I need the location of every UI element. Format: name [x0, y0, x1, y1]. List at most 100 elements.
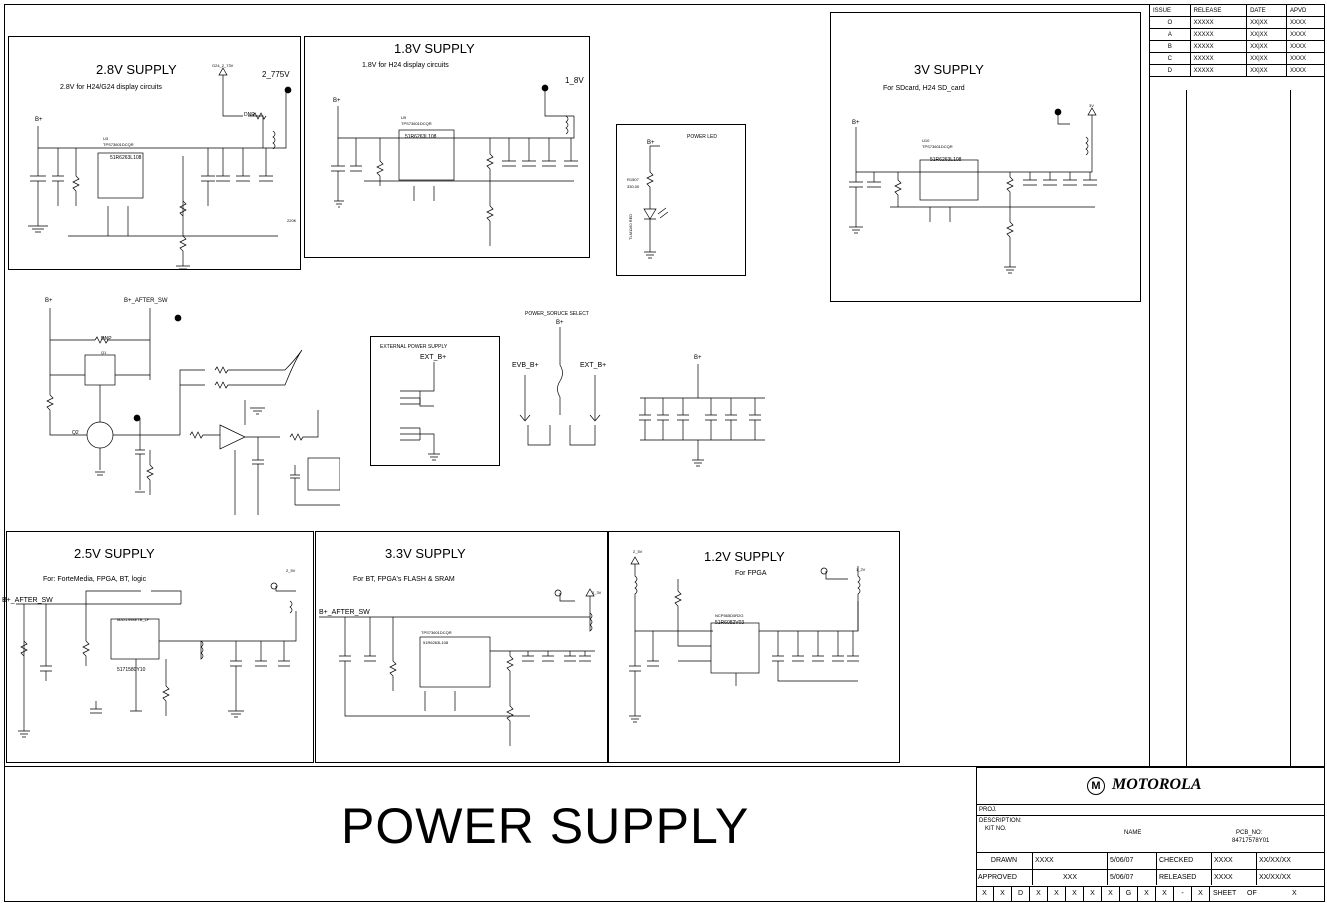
- section-3v: [830, 12, 1141, 302]
- section-title-1-8v: 1.8V SUPPLY: [394, 41, 475, 56]
- title-block-signoff: DRAWN XXXX 5/06/07 CHECKED XXXX XX/XX/XX…: [976, 853, 1325, 885]
- revision-cell: D: [1149, 64, 1191, 77]
- tb-bottom-cell: -: [1174, 887, 1192, 902]
- revision-cell: XXXXX: [1189, 16, 1248, 29]
- tb-released-by: XXXX: [1211, 869, 1257, 885]
- rail-in-1-2v: 2_5V: [633, 549, 643, 554]
- tb-sheet-x: X: [1292, 890, 1297, 897]
- revision-cell: XX|XX: [1246, 28, 1288, 41]
- tb-bottom-cell: X: [1102, 887, 1120, 902]
- tb-bottom-cell: X: [1192, 887, 1210, 902]
- revision-cell: XX|XX: [1246, 40, 1288, 53]
- revision-row: A XXXXX XX|XX XXXX: [1149, 28, 1325, 41]
- revision-header: APVD: [1286, 4, 1325, 17]
- revision-cell: XX|XX: [1246, 64, 1288, 77]
- schematic-external-supply: [400, 362, 440, 461]
- ic-part-3v: TPS73601DCQR: [922, 144, 953, 149]
- tb-drawn-date: 5/06/07: [1107, 853, 1157, 869]
- ic-part-1-2v: NCP565D0R2G: [715, 613, 744, 618]
- tb-approved-date: 5/06/07: [1107, 869, 1157, 885]
- section-title-1-2v: 1.2V SUPPLY: [704, 549, 785, 564]
- bplus-3v: B+: [852, 120, 860, 126]
- schematic-3-3v: [319, 588, 595, 746]
- revision-table: ISSUE RELEASE DATE APVD O XXXXX XX|XX XX…: [1149, 4, 1325, 77]
- revision-cell: XXXX: [1286, 64, 1325, 77]
- mid-q1: Q1: [101, 350, 107, 355]
- revision-cell: XXXXX: [1189, 28, 1248, 41]
- tb-released-label: RELEASED: [1156, 869, 1212, 885]
- revision-row: C XXXXX XX|XX XXXX: [1149, 52, 1325, 65]
- rout-2-8v: 220K: [287, 218, 297, 223]
- revision-col-line: [1186, 90, 1187, 767]
- tb-released-date: XX/XX/XX: [1259, 873, 1291, 881]
- tb-line-3: [976, 852, 1325, 853]
- tb-bottom-row: X X D X X X X X G X X - X SHEET OF X: [976, 886, 1325, 902]
- ext-bplus: EXT_B+: [420, 354, 447, 361]
- tb-bottom-cell: X: [1084, 887, 1102, 902]
- section-title-2-8v: 2.8V SUPPLY: [96, 62, 177, 77]
- revision-cell: A: [1149, 28, 1191, 41]
- select-ext: EXT_B+: [580, 362, 607, 369]
- select-evb: EVB_B+: [512, 362, 539, 369]
- revision-cell: XXXXX: [1189, 40, 1248, 53]
- revision-row: B XXXXX XX|XX XXXX: [1149, 40, 1325, 53]
- drawing-frame: [4, 4, 1325, 902]
- tb-bottom-cell: X: [976, 887, 994, 902]
- tb-drawn-label: DRAWN: [976, 853, 1033, 869]
- section-2-8v: [8, 36, 301, 270]
- tb-bottom-cell: X: [1156, 887, 1174, 902]
- bplus-2-5v: B+_AFTER_SW: [2, 597, 53, 604]
- section-2-5v: [6, 531, 314, 763]
- ic-ref-1-8v: U9: [401, 115, 407, 120]
- section-external-supply: [370, 336, 500, 466]
- tb-bottom-cell: X: [1048, 887, 1066, 902]
- tb-name: NAME: [1124, 830, 1142, 836]
- section-subtitle-1-8v: 1.8V for H24 display circuits: [362, 62, 449, 69]
- section-subtitle-2-5v: For: ForteMedia, FPGA, BT, logic: [43, 576, 147, 583]
- tb-proj: PROJ.: [979, 807, 997, 813]
- motorola-logo-icon: M: [1087, 777, 1105, 795]
- ic-name-3-3v: 51R6263L108: [423, 640, 449, 645]
- rail-label-3v: 3V: [1089, 103, 1094, 108]
- section-title-3v: 3V SUPPLY: [914, 62, 984, 77]
- revision-cell: XX|XX: [1246, 16, 1288, 29]
- tb-description: DESCRIPTION:: [979, 818, 1022, 824]
- led-bplus: B+: [647, 140, 655, 146]
- section-power-led: [616, 124, 746, 276]
- schematic-2-5v: [16, 582, 297, 738]
- schematic-1-2v: [629, 556, 861, 723]
- rail-label-2-5v: 2_5V: [286, 568, 296, 573]
- schematic-bulk-caps: [639, 364, 765, 467]
- led-resistor-value: 330.00: [627, 184, 640, 189]
- sheet-title: POWER SUPPLY: [341, 798, 750, 854]
- tb-bottom-cell: X: [994, 887, 1012, 902]
- schematic-3v: [849, 107, 1097, 274]
- section-subtitle-3v: For SDcard, H24 SD_card: [883, 85, 965, 92]
- tb-line-2: [976, 815, 1325, 816]
- flag-label-2-8v: G24_2_73V: [212, 63, 234, 68]
- ic-ref-3v: U10: [922, 138, 930, 143]
- ic-part-2-5v: MAX1998ETB_LF: [117, 617, 150, 622]
- section-subtitle-1-2v: For FPGA: [735, 570, 767, 577]
- tb-approved-label: APPROVED: [976, 869, 1033, 885]
- revision-cell: O: [1149, 16, 1191, 29]
- bplus-2-8v: B+: [35, 117, 43, 123]
- rail-label-2-8v: 2_775V: [262, 70, 290, 79]
- rail-label-1-2v: 1_2V: [856, 567, 866, 572]
- ext-title: EXTERNAL POWER SUPPLY: [380, 344, 448, 350]
- section-title-3-3v: 3.3V SUPPLY: [385, 546, 466, 561]
- tb-sheet-label: SHEET: [1213, 890, 1237, 897]
- ic-part-2-8v: TPS73601DCQR: [103, 142, 134, 147]
- ic-name-2-8v: 51R6263L108: [110, 155, 142, 161]
- tb-bottom-cell: D: [1012, 887, 1030, 902]
- schematic-power-select: [519, 327, 601, 446]
- section-1-8v: [304, 36, 590, 258]
- revision-cell: XXXXX: [1189, 52, 1248, 65]
- revision-header: DATE: [1246, 4, 1288, 17]
- revision-cell: XXXX: [1286, 40, 1325, 53]
- revision-header: ISSUE: [1149, 4, 1191, 17]
- revision-cell: B: [1149, 40, 1191, 53]
- schematic-1-8v: [331, 84, 578, 246]
- section-subtitle-2-8v: 2.8V for H24/G24 display circuits: [60, 84, 162, 91]
- revision-cell: XXXXX: [1189, 64, 1248, 77]
